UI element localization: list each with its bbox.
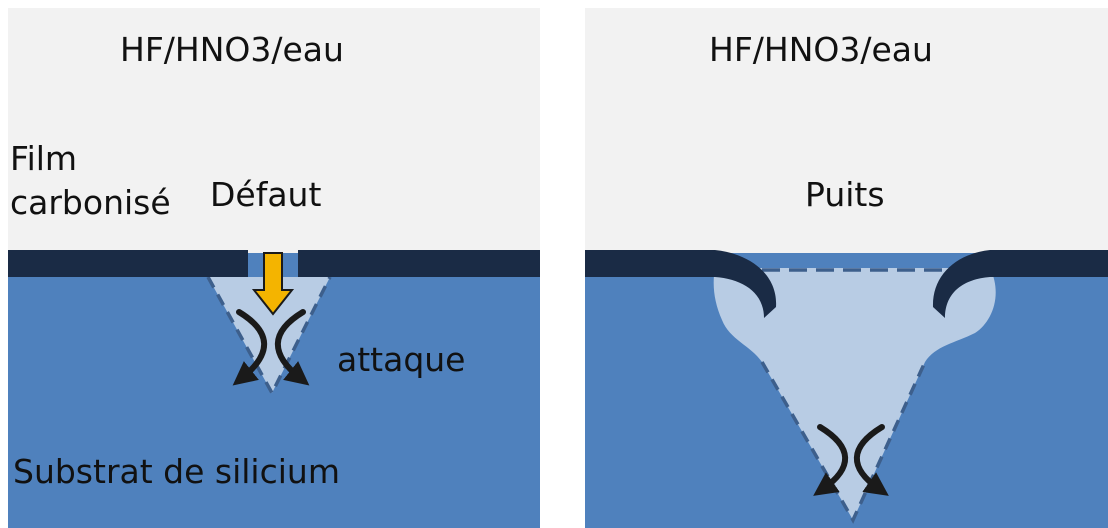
left-etch-cone xyxy=(208,277,330,393)
left-etch-dashed-outline xyxy=(206,276,332,397)
substrate-label: Substrat de silicium xyxy=(13,452,340,491)
left-film-segment-left xyxy=(8,250,248,277)
right-film-curl-left xyxy=(715,250,777,318)
left-solution-label: HF/HNO3/eau xyxy=(120,30,344,69)
left-film-segment-right xyxy=(298,250,540,277)
right-solution-label: HF/HNO3/eau xyxy=(709,30,933,69)
right-film-segment-right xyxy=(990,250,1108,277)
right-film-curl-right xyxy=(932,250,990,318)
right-panel: HF/HNO3/eau Puits xyxy=(585,8,1108,528)
attack-label: attaque xyxy=(337,340,466,379)
right-pit-region xyxy=(713,268,996,520)
film-label-line1: Film xyxy=(10,139,77,178)
right-pit-sides-dashed xyxy=(760,361,927,524)
defect-label: Défaut xyxy=(210,175,321,214)
right-solution-region xyxy=(585,8,1108,253)
right-attack-brackets-icon xyxy=(813,424,889,496)
left-down-arrow-icon xyxy=(251,252,295,316)
left-panel: HF/HNO3/eau Film carbonisé Défaut attaqu… xyxy=(8,8,540,528)
right-film-segment-left xyxy=(585,250,715,277)
left-attack-brackets-icon xyxy=(232,309,310,386)
film-label-line2: carbonisé xyxy=(10,183,171,222)
pit-label: Puits xyxy=(805,175,885,214)
left-solution-region xyxy=(8,8,540,253)
